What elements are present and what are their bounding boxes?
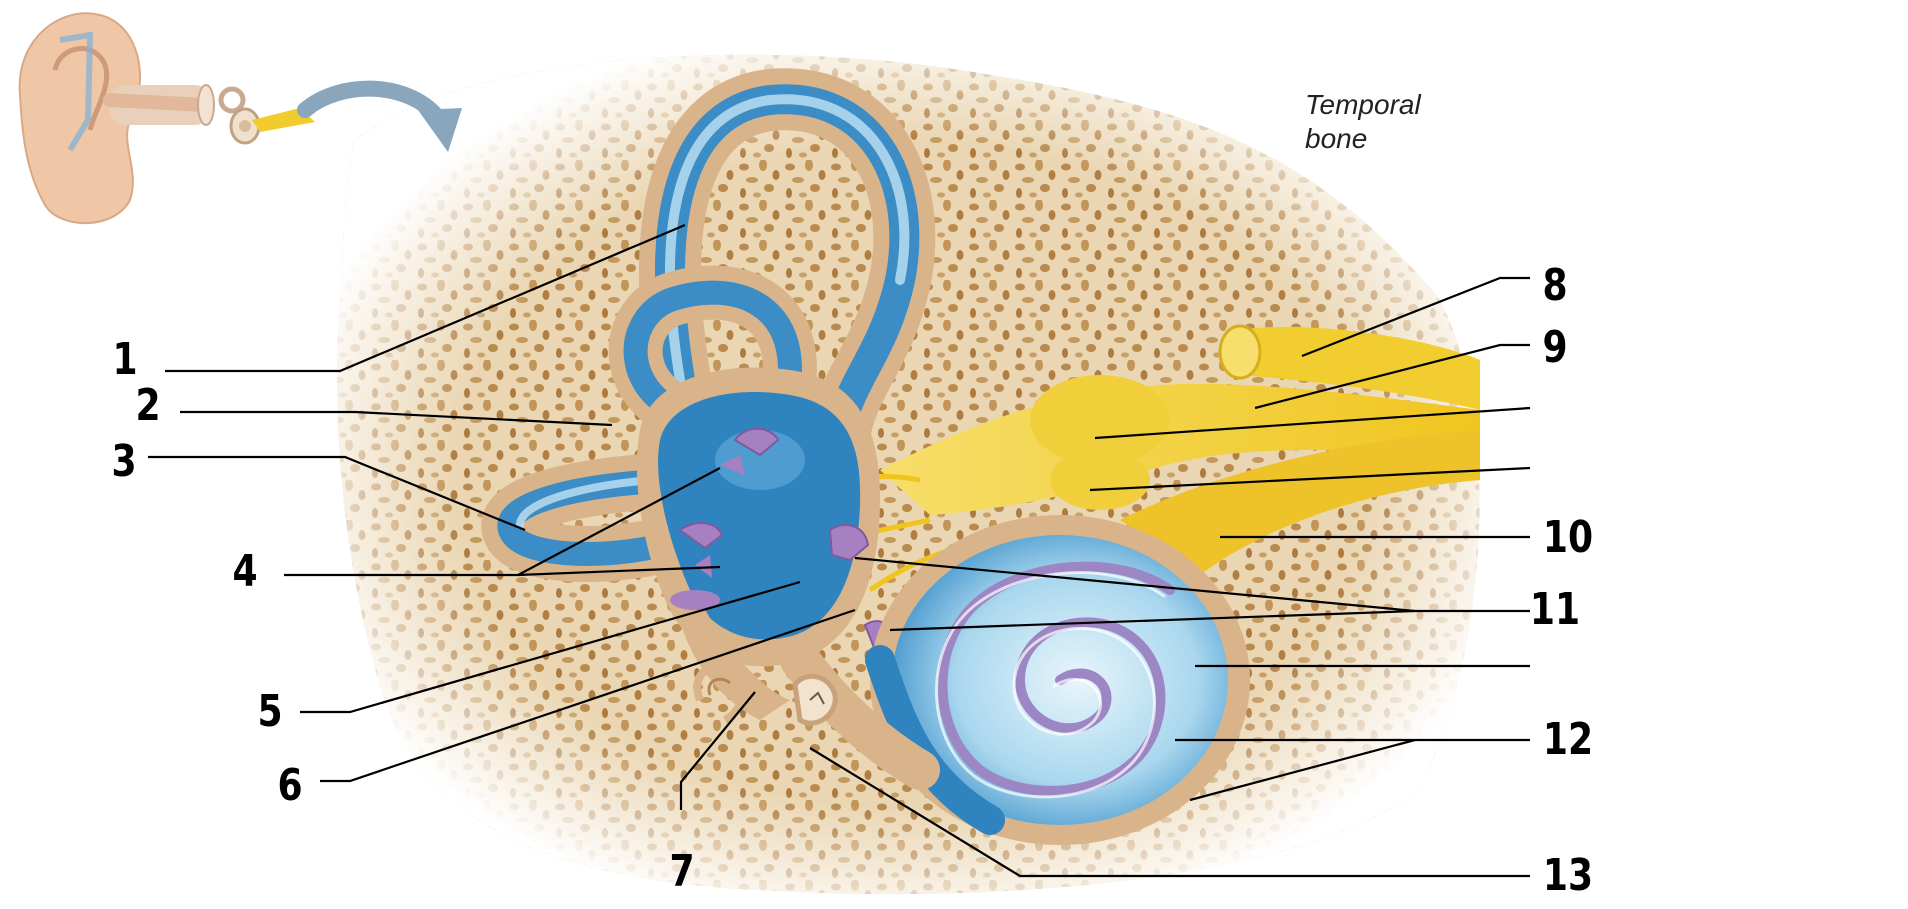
label-12: 12: [1542, 714, 1594, 765]
leader-8: [1301, 276, 1530, 358]
leader-9: [1254, 343, 1530, 410]
label-5: 5: [257, 686, 283, 737]
label-3: 3: [111, 436, 137, 487]
label-13: 13: [1542, 850, 1594, 901]
temporal-bone-caption: Temporal bone: [1305, 88, 1421, 156]
caption-line-1: Temporal: [1305, 89, 1421, 120]
windows: [693, 662, 838, 726]
label-7: 7: [669, 846, 695, 897]
label-1: 1: [112, 334, 138, 385]
outer-ear-inset: [18, 12, 315, 225]
label-6: 6: [277, 760, 303, 811]
label-4: 4: [232, 546, 258, 597]
leader-11b: [889, 609, 1416, 632]
caption-line-2: bone: [1305, 123, 1368, 154]
leader-13: [809, 747, 1530, 878]
label-11: 11: [1529, 584, 1581, 635]
label-9: 9: [1542, 322, 1568, 373]
leader-lines: [148, 223, 1531, 878]
leader-12b: [1189, 738, 1416, 802]
leader-6: [320, 608, 856, 783]
leader-1: [165, 223, 686, 373]
leader-2: [180, 410, 613, 427]
leader-7: [679, 691, 756, 810]
label-2: 2: [135, 380, 161, 431]
cochlea: [780, 515, 1250, 845]
leader-blank-b: [1089, 466, 1531, 492]
label-10: 10: [1542, 512, 1594, 563]
leader-3: [148, 455, 526, 532]
label-8: 8: [1542, 260, 1568, 311]
leader-blank-a: [1094, 406, 1531, 440]
semicircular-canals: [481, 68, 936, 582]
zoom-arrow: [297, 80, 462, 152]
vestibulocochlear-nerve: [759, 324, 1480, 593]
leader-4b: [517, 565, 721, 577]
leader-5: [300, 580, 801, 714]
